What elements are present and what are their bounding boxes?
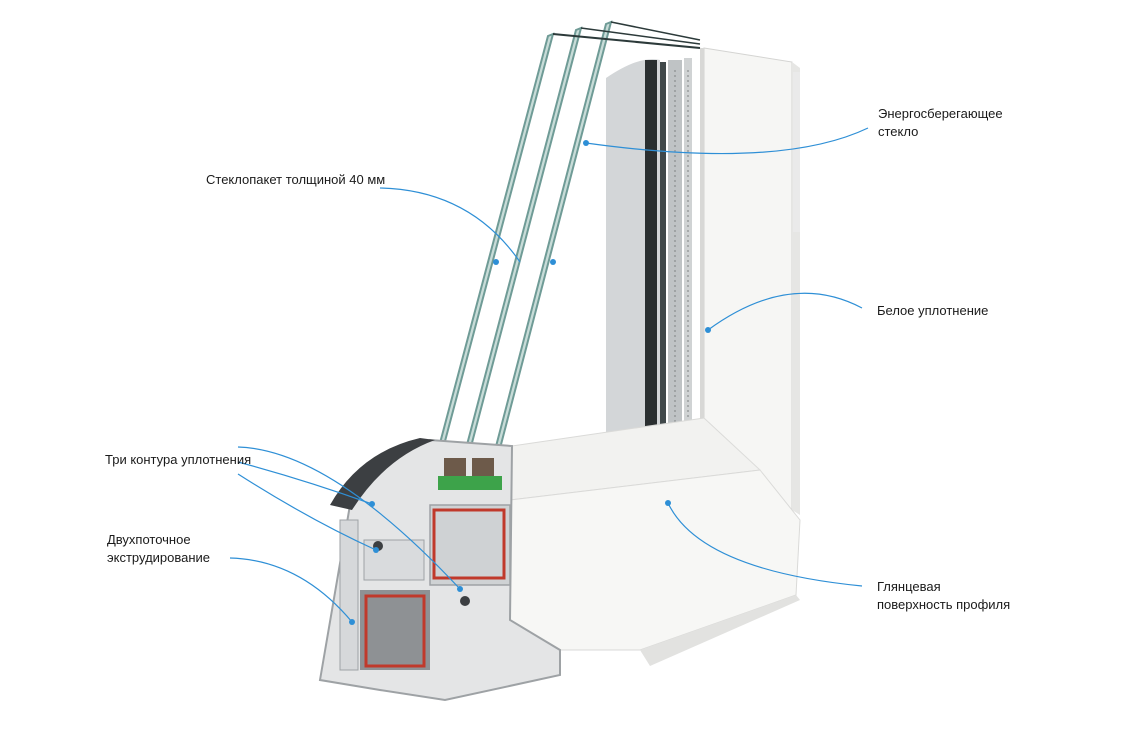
leader-energy-glass: [585, 127, 869, 155]
label-energy-glass-line-2: стекло: [878, 124, 919, 139]
leader-dual-extrusion: [229, 557, 353, 623]
vertical-frame: [700, 47, 800, 515]
label-glossy-surface-line-2: поверхность профиля: [877, 597, 1011, 612]
leader-three-seals-3: [237, 473, 377, 551]
label-glossy-surface-line-1: Глянцевая: [877, 579, 941, 594]
label-three-seals-line-1: Три контура уплотнения: [105, 452, 252, 467]
label-energy-glass-line-1: Энергосберегающее: [878, 106, 1003, 121]
leader-lines: [229, 127, 869, 623]
label-glass-unit-line-1: Стеклопакет толщиной 40 мм: [206, 172, 386, 187]
leader-three-seals-1: [237, 446, 461, 590]
glass-interior: [606, 58, 692, 436]
leader-three-seals-2: [237, 461, 373, 505]
label-dual-extrusion-line-2: экструдирование: [107, 550, 211, 565]
label-glossy-surface: Глянцевая поверхность профиля: [877, 578, 1010, 614]
leader-white-seal: [707, 292, 863, 331]
glass-pane-middle: [461, 26, 583, 462]
glass-pane-outer: [433, 32, 555, 464]
label-dual-extrusion-line-1: Двухпоточное: [107, 532, 191, 547]
label-glass-unit: Стеклопакет толщиной 40 мм: [206, 171, 385, 189]
leader-dots: [349, 140, 711, 625]
bottom-profile: [509, 417, 801, 666]
glass-top-edges: [552, 21, 701, 49]
label-three-seals: Три контура уплотнения: [105, 451, 251, 469]
glass-pane-inner: [491, 20, 613, 460]
profile-cross-section: [318, 438, 561, 702]
label-white-seal: Белое уплотнение: [877, 302, 988, 320]
leader-glossy: [667, 502, 863, 587]
leader-glass-unit: [379, 187, 521, 263]
label-energy-glass: Энергосберегающее стекло: [878, 105, 1003, 141]
label-dual-extrusion: Двухпоточное экструдирование: [107, 531, 210, 567]
label-white-seal-line-1: Белое уплотнение: [877, 303, 989, 318]
